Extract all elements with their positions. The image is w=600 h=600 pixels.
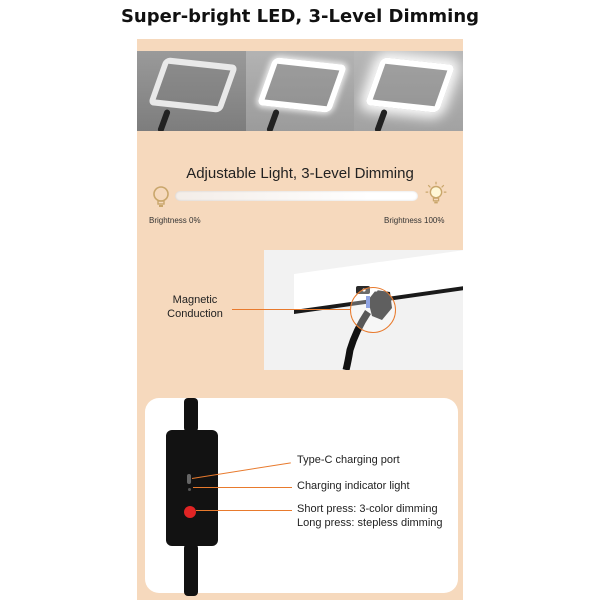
brightness-min-label: Brightness 0% (149, 216, 201, 225)
lamp-photo-medium (245, 51, 355, 131)
long-press-label: Long press: stepless dimming (297, 517, 443, 529)
brightness-slider (175, 191, 418, 201)
lamp-photo-high (354, 51, 464, 131)
cable-top (184, 398, 198, 432)
short-press-label: Short press: 3-color dimming (297, 503, 438, 515)
magnetic-label-line2: Conduction (167, 308, 223, 320)
magnetic-label-line1: Magnetic (172, 294, 218, 306)
control-unit (166, 430, 218, 546)
lamp-photo-low (137, 51, 246, 131)
indicator-pointer-line (193, 487, 292, 488)
magnetic-pointer-line (232, 309, 350, 310)
port-label: Type-C charging port (297, 454, 400, 466)
bulb-on-icon (425, 181, 447, 204)
brightness-max-label: Brightness 100% (384, 216, 445, 225)
magnetic-label: Magnetic Conduction (160, 293, 230, 321)
indicator-label: Charging indicator light (297, 480, 410, 492)
bulb-off-icon (153, 186, 169, 207)
cable-bottom (184, 544, 198, 596)
button-pointer-line (196, 510, 292, 511)
magnetic-highlight-circle (350, 287, 396, 333)
indicator-light-icon (188, 488, 191, 491)
dimming-title: Adjustable Light, 3-Level Dimming (186, 165, 414, 182)
usb-c-port-icon (187, 474, 191, 484)
lamp-brightness-photos (137, 51, 464, 131)
dimming-button[interactable] (184, 506, 196, 518)
page-title: Super-bright LED, 3-Level Dimming (120, 6, 480, 27)
